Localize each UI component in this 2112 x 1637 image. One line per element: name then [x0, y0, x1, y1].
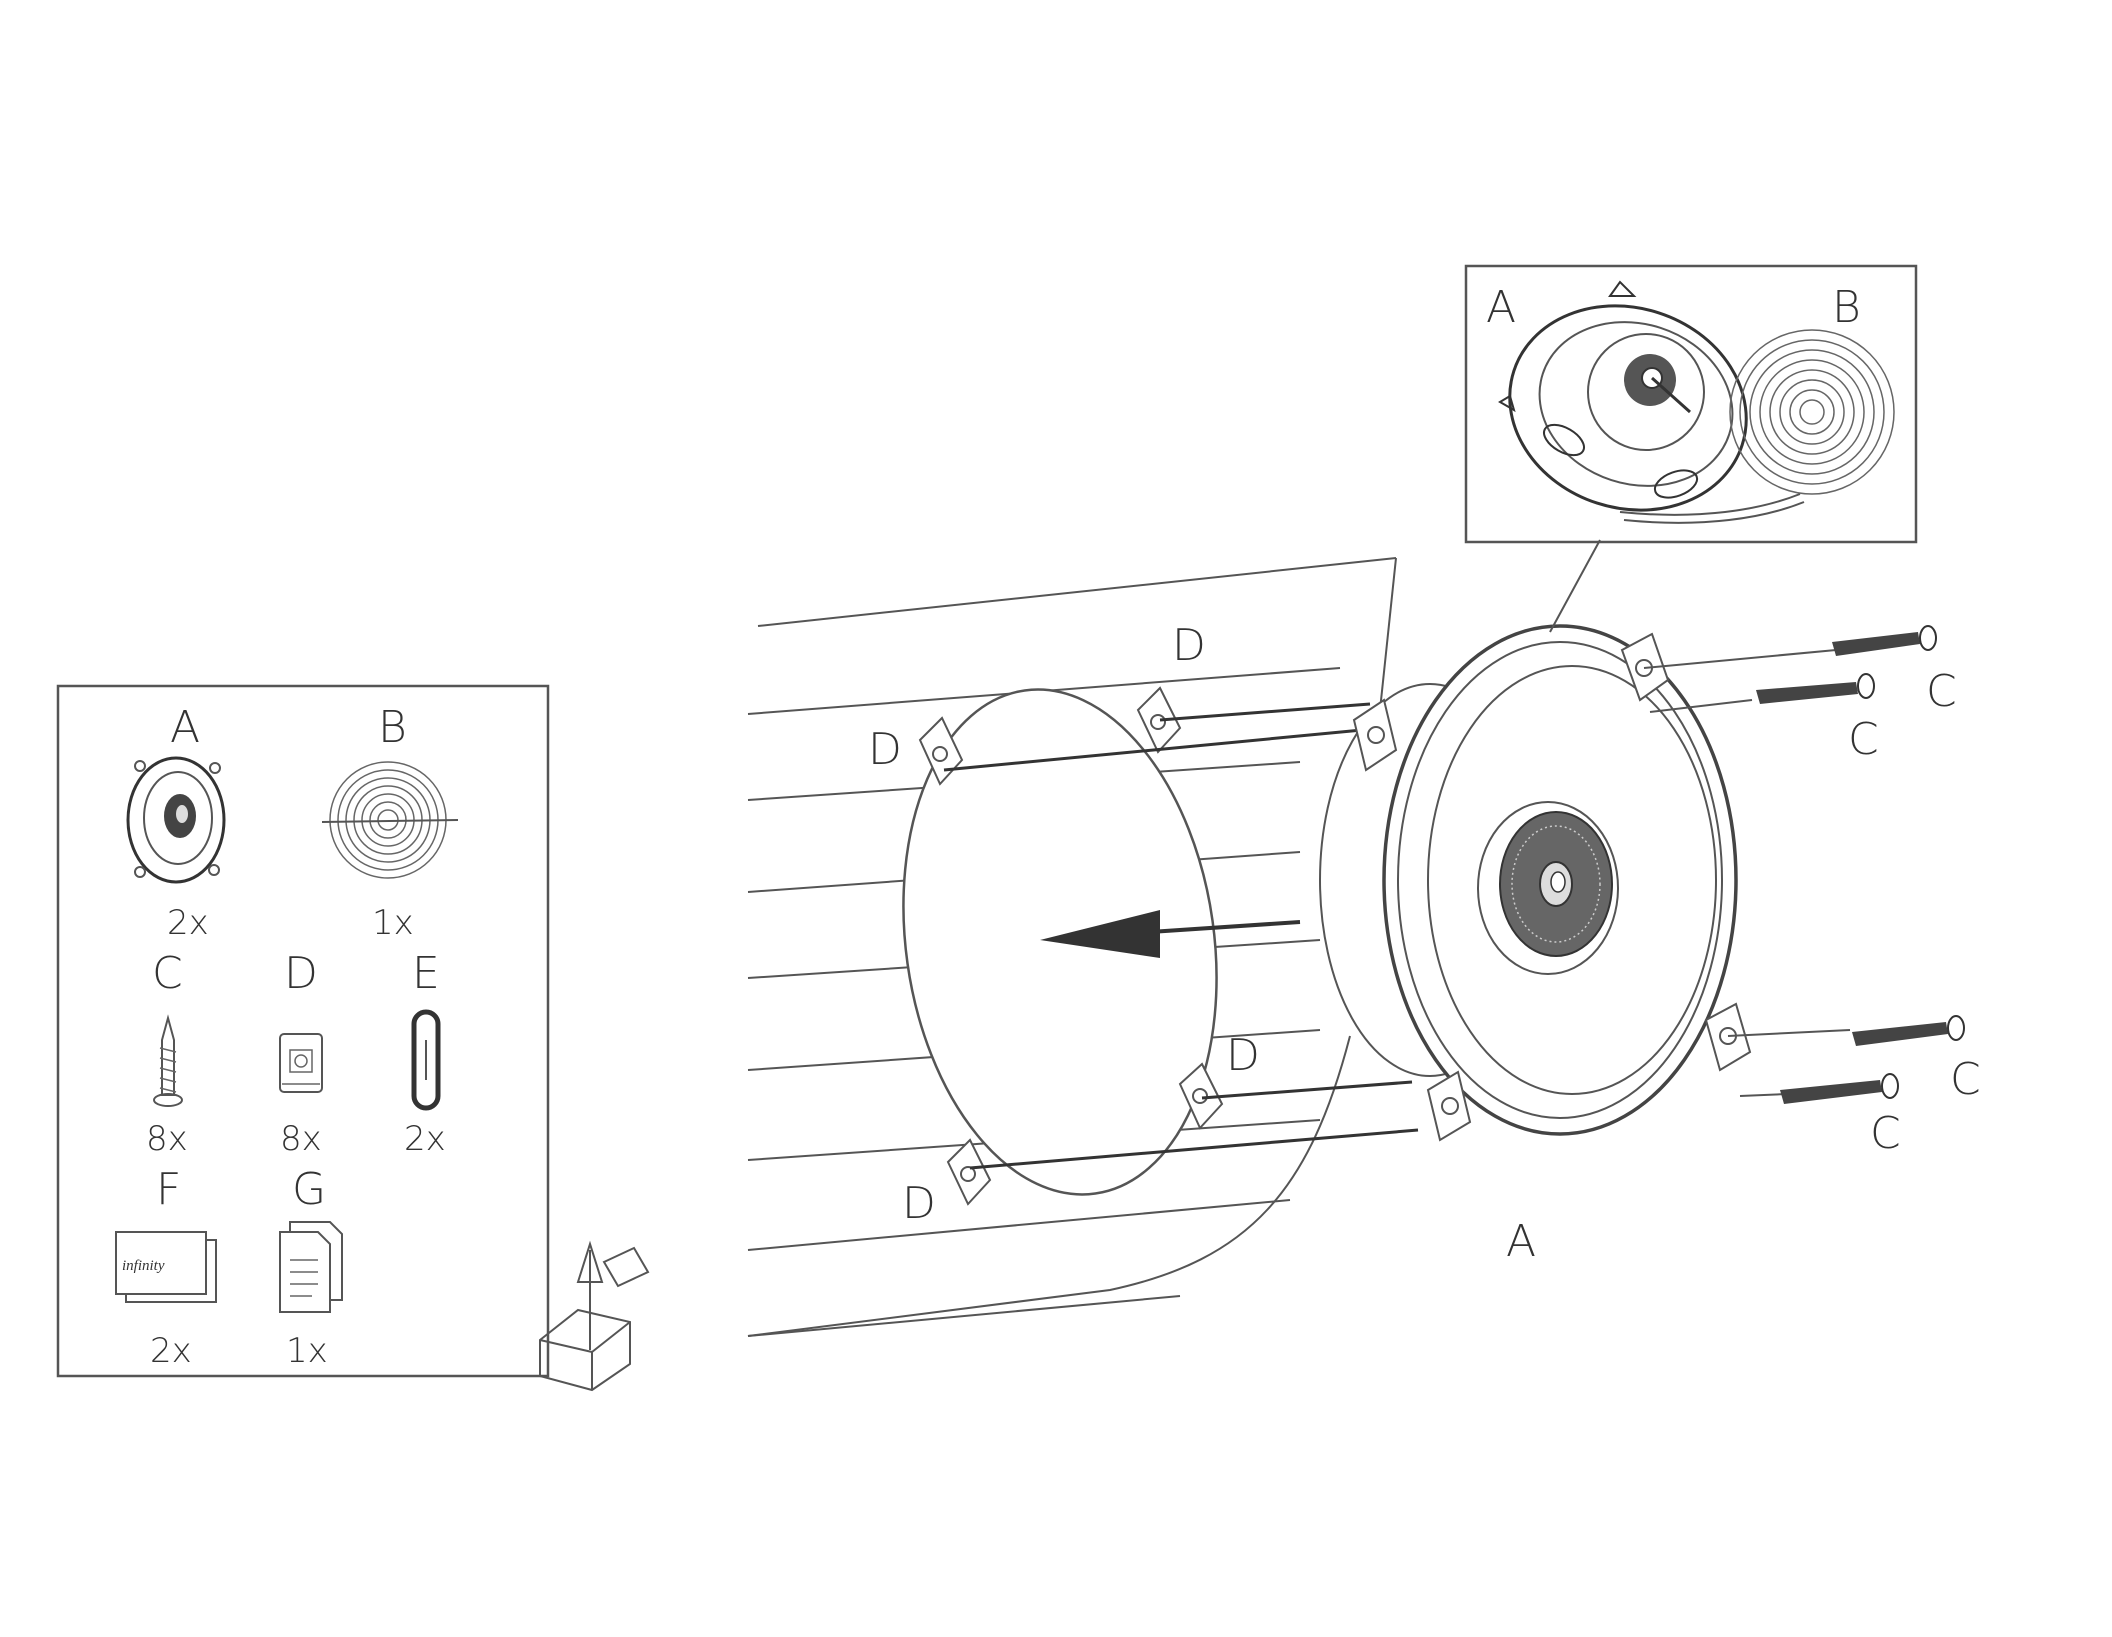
- manual-card-icon: infinity: [116, 1232, 216, 1302]
- screw-2: [1756, 674, 1874, 704]
- clip-label-bottom-right: D: [1226, 1030, 1260, 1081]
- part-c: C 8x: [146, 948, 188, 1159]
- speaker-icon: [128, 758, 224, 882]
- part-f: F infinity 2x: [116, 1164, 216, 1371]
- screw-3: [1852, 1016, 1964, 1046]
- part-e-letter: E: [412, 948, 440, 999]
- clip-label-bottom-left: D: [902, 1178, 936, 1229]
- document-icon: [280, 1222, 342, 1312]
- screw-label-1: C: [1926, 666, 1957, 717]
- screw-1: [1832, 626, 1936, 656]
- unpack-box-icon: [540, 1244, 648, 1390]
- speaker-assembly: A: [1320, 626, 1750, 1267]
- clip-label-top-right: D: [1172, 620, 1206, 671]
- clip-label-top-left: D: [868, 724, 902, 775]
- logo-text: infinity: [122, 1258, 165, 1274]
- part-d: D 8x: [280, 948, 322, 1159]
- screw-label-4: C: [1870, 1108, 1901, 1159]
- part-d-letter: D: [284, 948, 318, 999]
- part-d-qty: 8x: [280, 1119, 322, 1159]
- parts-list-box: A 2x B: [58, 686, 548, 1376]
- part-b-letter: B: [378, 702, 407, 753]
- part-e: E 2x: [404, 948, 446, 1159]
- screw-icon: [154, 1018, 182, 1106]
- part-a-letter: A: [170, 702, 200, 753]
- part-e-qty: 2x: [404, 1119, 446, 1159]
- part-g-qty: 1x: [286, 1331, 328, 1371]
- screw-4: [1780, 1074, 1898, 1104]
- part-b: B 1x: [322, 702, 458, 943]
- inset-label-b: B: [1832, 282, 1861, 333]
- inset-detail: A B: [1466, 266, 1916, 632]
- part-f-qty: 2x: [150, 1331, 192, 1371]
- part-f-letter: F: [156, 1164, 181, 1215]
- clip-bottom-left: [948, 1140, 990, 1204]
- clip-icon: [280, 1034, 322, 1092]
- speaker-label: A: [1506, 1216, 1536, 1267]
- ring-icon: [414, 1012, 438, 1108]
- wire-coil-icon: [322, 762, 458, 878]
- part-a: A 2x: [128, 702, 224, 943]
- inset-label-a: A: [1486, 282, 1516, 333]
- part-g-letter: G: [292, 1164, 326, 1215]
- part-c-qty: 8x: [146, 1119, 188, 1159]
- part-a-qty: 2x: [167, 903, 209, 943]
- screw-label-3: C: [1950, 1054, 1981, 1105]
- screw-label-2: C: [1848, 714, 1879, 765]
- part-g: G 1x: [280, 1164, 342, 1371]
- part-b-qty: 1x: [372, 903, 414, 943]
- part-c-letter: C: [152, 948, 183, 999]
